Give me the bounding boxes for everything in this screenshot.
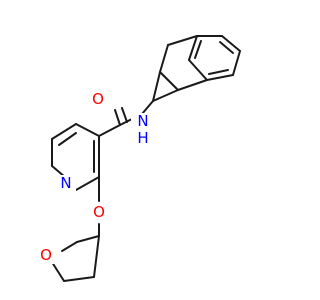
atom-labels: O N H N O O [38, 90, 153, 264]
structure-diagram: O N H N O O [38, 35, 241, 282]
bond [194, 40, 202, 59]
bond [76, 235, 100, 243]
bond [208, 69, 229, 75]
carbonyl-oxygen-label: O [92, 90, 104, 108]
amide-hydrogen-label: H [137, 129, 148, 147]
bond [141, 100, 154, 115]
ether-oxygen-label: O [93, 203, 105, 221]
bond [232, 50, 241, 76]
pyridine-nitrogen-label: N [60, 174, 71, 192]
bond [152, 71, 161, 102]
bond [159, 44, 169, 73]
bond [177, 79, 208, 91]
bond [206, 74, 234, 81]
molecule-canvas: O N H N O O [38, 35, 241, 282]
bonds [49, 35, 241, 282]
bond [188, 59, 208, 81]
amide-nitrogen-label: N [137, 112, 148, 130]
bond [188, 35, 198, 61]
bond [114, 109, 121, 126]
bond [75, 123, 100, 137]
bond [221, 35, 241, 52]
bond [63, 276, 95, 282]
bond [98, 124, 121, 137]
bond [58, 132, 77, 146]
bond [219, 41, 234, 54]
tetrahydrofuran-oxygen-label: O [40, 246, 52, 264]
bond [159, 71, 179, 91]
bond [51, 123, 77, 140]
bond [152, 89, 179, 102]
bond [75, 176, 100, 191]
bond [93, 235, 100, 278]
bond [61, 241, 78, 252]
bond [121, 107, 128, 123]
bond [167, 35, 198, 46]
